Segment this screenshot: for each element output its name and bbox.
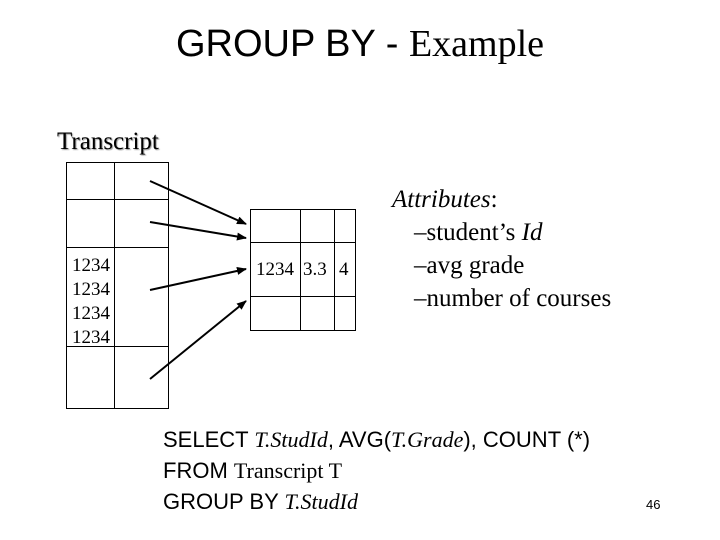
transcript-label: Transcript	[57, 128, 159, 155]
groupby-column: T.StudId	[284, 489, 358, 514]
select-column: T.StudId	[254, 427, 328, 452]
transcript-cell	[114, 346, 169, 409]
from-table: Transcript T	[233, 458, 343, 483]
attributes-block: Attributes: –student’s Id –avg grade –nu…	[392, 183, 611, 315]
title-main: GROUP BY	[175, 23, 376, 65]
attributes-heading: Attributes:	[392, 183, 611, 216]
attribute-dash: –	[414, 285, 427, 312]
transcript-id: 1234	[72, 279, 110, 300]
sql-query: SELECT T.StudId, AVG(T.Grade), COUNT (*)…	[163, 424, 590, 517]
result-cell	[334, 296, 356, 331]
avg-function: AVG(	[338, 427, 392, 452]
attribute-item: –student’s Id	[392, 216, 611, 249]
attribute-dash: –	[414, 219, 427, 246]
query-line-from: FROM Transcript T	[163, 455, 590, 486]
arrow	[149, 180, 247, 225]
arrow	[149, 267, 247, 291]
attributes-heading-text: Attributes	[392, 186, 491, 213]
query-line-select: SELECT T.StudId, AVG(T.Grade), COUNT (*)	[163, 424, 590, 455]
avg-close: ),	[463, 427, 483, 452]
slide-title: GROUP BY - Example	[0, 22, 720, 66]
arrow	[149, 221, 247, 241]
title-sub: Example	[408, 23, 545, 65]
attribute-dash: –	[414, 252, 427, 279]
title-separator: -	[375, 23, 409, 65]
transcript-id: 1234	[72, 327, 110, 348]
page-number: 46	[646, 497, 661, 512]
query-line-groupby: GROUP BY T.StudId	[163, 486, 590, 517]
groupby-keyword: GROUP BY	[163, 489, 285, 514]
attribute-text: number of courses	[426, 285, 612, 312]
attribute-item: –number of courses	[392, 282, 611, 315]
count-function: COUNT (*)	[482, 427, 591, 452]
select-comma: ,	[327, 427, 339, 452]
attribute-text-em: Id	[521, 219, 543, 246]
from-keyword: FROM	[163, 458, 234, 483]
attributes-heading-colon: :	[490, 186, 498, 213]
attribute-item: –avg grade	[392, 249, 611, 282]
result-id: 1234	[256, 259, 294, 280]
result-avg: 3.3	[303, 259, 327, 280]
avg-column: T.Grade	[391, 427, 464, 452]
select-keyword: SELECT	[163, 427, 255, 452]
attribute-text: student’s	[426, 219, 522, 246]
transcript-id: 1234	[72, 303, 110, 324]
transcript-id: 1234	[72, 255, 110, 276]
attribute-text: avg grade	[426, 252, 525, 279]
arrow	[149, 300, 247, 380]
result-count: 4	[339, 259, 349, 280]
